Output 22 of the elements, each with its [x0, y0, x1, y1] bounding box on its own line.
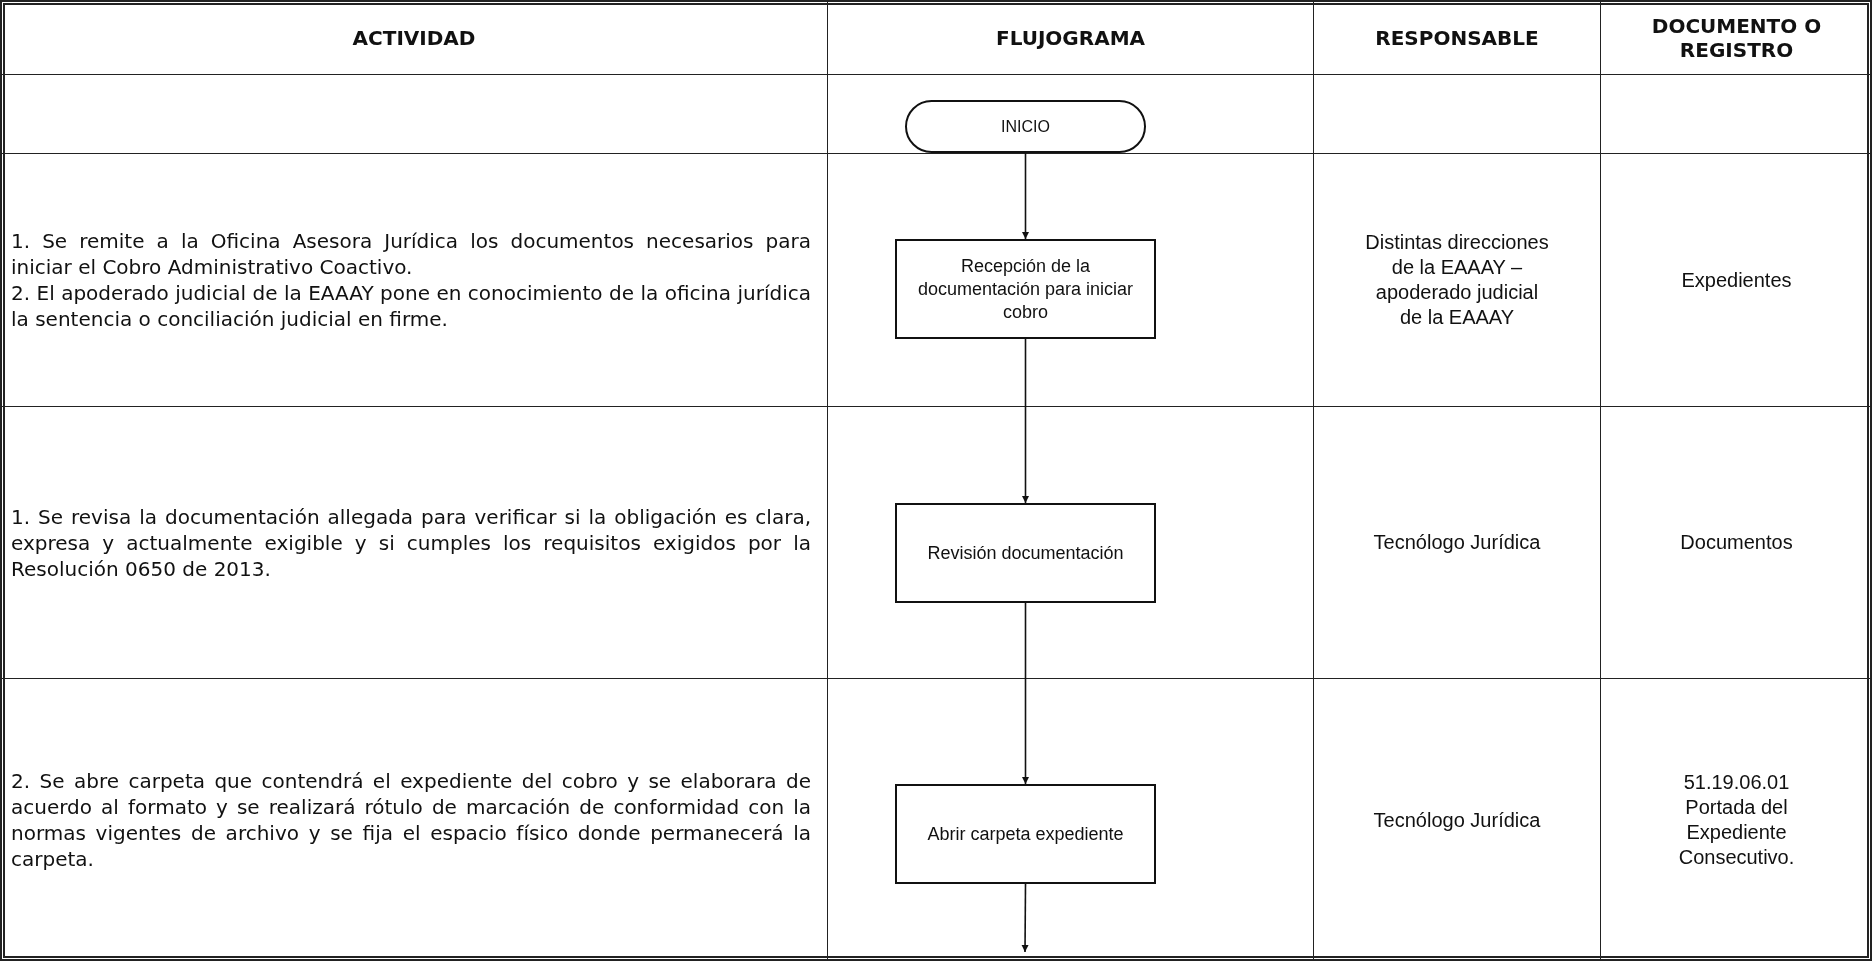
- document-text: Documentos: [1680, 530, 1793, 555]
- column-header: ACTIVIDAD: [352, 25, 476, 50]
- activity-text: 2. El apoderado judicial de la EAAAY pone en conocimiento de la oficina jurídica la sentencia o conciliación judicial en firme.: [11, 280, 811, 332]
- responsible-text: Tecnólogo Jurídica: [1373, 530, 1541, 555]
- activity-text: 1. Se revisa la documentación allegada para verificar si la obligación es clara, expresa y actualmente exigible y si cumples los requisitos exigidos por la Resolución 0650 de 2013.: [11, 503, 811, 582]
- activity-text: 1. Se remite a la Oficina Asesora Jurídica los documentos necesarios para iniciar el Cobro Administrativo Coactivo.: [11, 228, 811, 280]
- arrow: [1022, 338, 1029, 504]
- responsible-text: Tecnólogo Jurídica: [1373, 807, 1541, 833]
- arrow: [1022, 152, 1029, 240]
- column-header: FLUJOGRAMA: [995, 25, 1146, 50]
- document-text: Expedientes: [1681, 267, 1792, 293]
- arrow: [1021, 883, 1029, 953]
- responsible-text: Distintas direcciones de la EAAAY – apoderado judicial de la EAAAY: [1364, 230, 1550, 330]
- activity-text: 2. Se abre carpeta que contendrá el expediente del cobro y se elaborara de acuerdo al formato y se realizará rótulo de marcación de conformidad con la normas vigentes de archivo y se fija el espacio físico donde permanecerá la carpeta.: [11, 768, 811, 872]
- column-header: DOCUMENTO O REGISTRO: [1650, 13, 1823, 62]
- process-box: Recepción de la documentación para iniciar cobro: [895, 239, 1156, 339]
- column-header: RESPONSABLE: [1375, 25, 1539, 50]
- start-terminal: INICIO: [905, 100, 1146, 153]
- arrow: [1022, 602, 1029, 785]
- process-box: Revisión documentación: [895, 503, 1156, 603]
- process-box: Abrir carpeta expediente: [895, 784, 1156, 884]
- document-text: 51.19.06.01 Portada del Expediente Consecutivo.: [1677, 770, 1796, 870]
